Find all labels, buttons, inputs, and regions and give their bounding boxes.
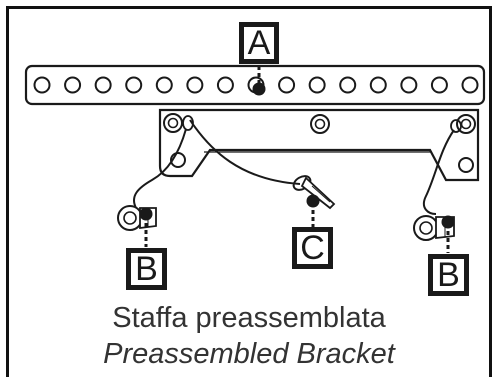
bracket-plate bbox=[158, 108, 480, 182]
bar-hole bbox=[125, 76, 143, 94]
bar-hole bbox=[33, 76, 51, 94]
leader-a bbox=[252, 66, 266, 96]
bar-hole bbox=[339, 76, 357, 94]
leader-b-left bbox=[139, 207, 153, 247]
bar-hole bbox=[430, 76, 448, 94]
caption-english: Preassembled Bracket bbox=[103, 338, 395, 370]
flat-bar-holes bbox=[33, 76, 479, 94]
bar-hole bbox=[308, 76, 326, 94]
bar-hole bbox=[461, 76, 479, 94]
bar-hole bbox=[64, 76, 82, 94]
bar-hole bbox=[186, 76, 204, 94]
bar-hole bbox=[278, 76, 296, 94]
callout-b-left: B bbox=[126, 248, 167, 290]
bar-hole bbox=[400, 76, 418, 94]
safety-wire-center bbox=[189, 119, 301, 185]
bolt-center bbox=[310, 114, 330, 134]
wire-ring-right bbox=[450, 119, 462, 133]
caption-italian: Staffa preassemblata bbox=[112, 302, 386, 334]
bar-hole bbox=[155, 76, 173, 94]
quick-release-pin bbox=[292, 175, 336, 210]
callout-b-right: B bbox=[428, 254, 469, 296]
callout-c: C bbox=[292, 227, 333, 269]
diagram-frame bbox=[6, 6, 492, 377]
bolt-left bbox=[163, 113, 183, 133]
bar-hole bbox=[216, 76, 234, 94]
safety-wire-right bbox=[422, 129, 455, 215]
leader-b-right bbox=[441, 215, 455, 253]
bar-hole bbox=[94, 76, 112, 94]
safety-wire-left bbox=[133, 128, 187, 209]
callout-a: A bbox=[239, 22, 279, 64]
plate-hole-right bbox=[458, 157, 474, 173]
bar-hole bbox=[369, 76, 387, 94]
leader-c bbox=[306, 194, 320, 227]
